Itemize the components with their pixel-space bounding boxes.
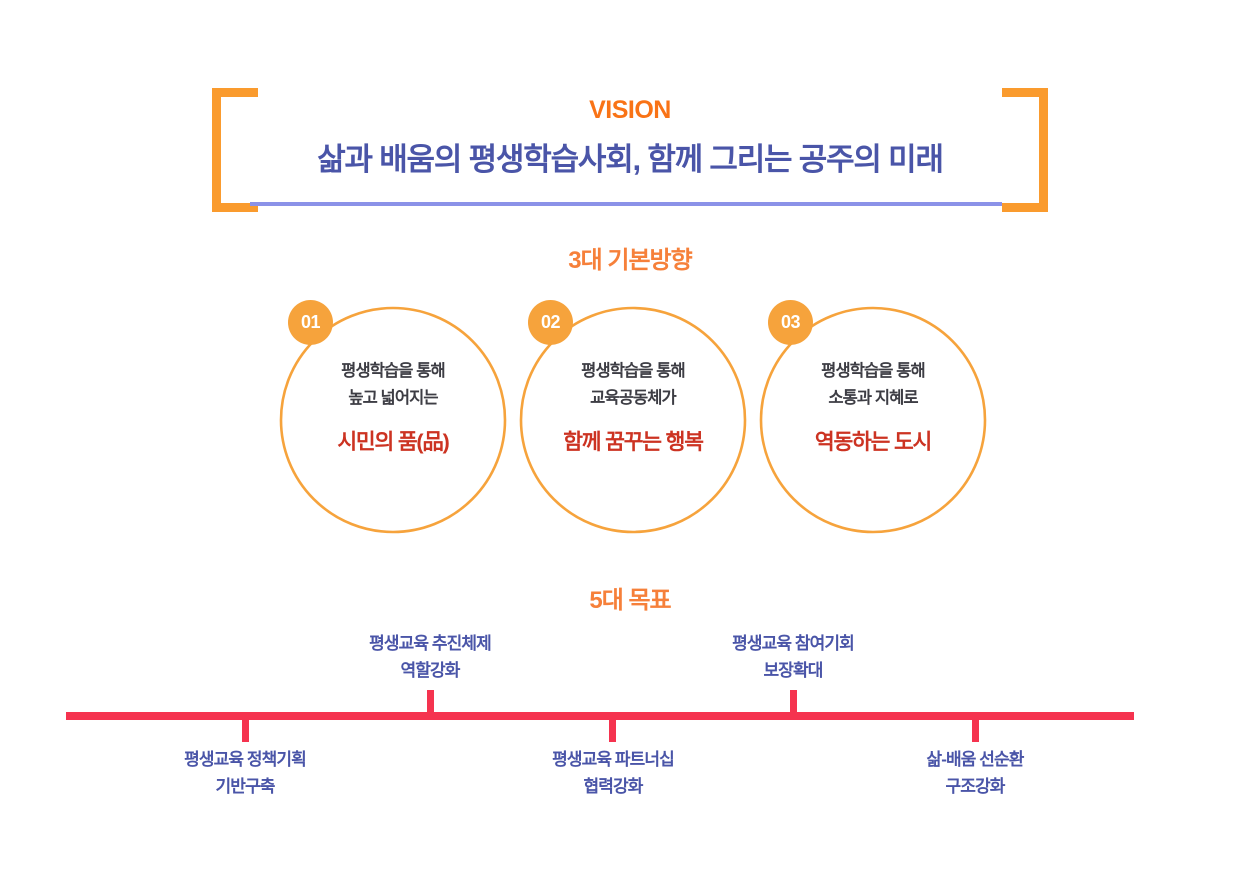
direction-badge-03: 03 <box>768 300 813 345</box>
vision-title: 삶과 배움의 평생학습사회, 함께 그리는 공주의 미래 <box>317 142 944 177</box>
goal-label-4-line2: 보장확대 <box>763 661 824 680</box>
vision-bracket-right <box>1002 88 1048 212</box>
goal-label-3-line2: 협력강화 <box>583 777 644 796</box>
direction-text-01: 평생학습을 통해 높고 넓어지는 시민의 품(品) <box>280 358 506 456</box>
goal-label-5-line1: 삶-배움 선순환 <box>926 750 1024 769</box>
vision-eyebrow-label: VISION <box>589 96 671 124</box>
direction-text-02: 평생학습을 통해 교육공동체가 함께 꿈꾸는 행복 <box>520 358 746 456</box>
directions-heading: 3대 기본방향 <box>568 247 692 274</box>
direction-circle-02[interactable]: 02 평생학습을 통해 교육공동체가 함께 꿈꾸는 행복 <box>520 280 746 560</box>
direction-line2-01: 높고 넓어지는 <box>348 389 438 407</box>
goal-label-5[interactable]: 삶-배움 선순환 구조강화 <box>830 746 1120 800</box>
direction-emphasis-02: 함께 꿈꾸는 행복 <box>563 430 704 454</box>
direction-line1-03: 평생학습을 통해 <box>821 362 926 380</box>
goal-label-2-line1: 평생교육 추진체제 <box>369 634 492 653</box>
directions-circles-section: 01 평생학습을 통해 높고 넓어지는 시민의 품(品) 02 평생학습을 통해… <box>0 280 1260 560</box>
direction-circle-01[interactable]: 01 평생학습을 통해 높고 넓어지는 시민의 품(品) <box>280 280 506 560</box>
goal-label-3[interactable]: 평생교육 파트너십 협력강화 <box>468 746 758 800</box>
goal-label-1-line2: 기반구축 <box>215 777 276 796</box>
direction-line1-02: 평생학습을 통해 <box>581 362 686 380</box>
timeline-axis <box>66 712 1134 720</box>
direction-emphasis-03: 역동하는 도시 <box>814 430 932 454</box>
goal-label-5-line2: 구조강화 <box>945 777 1006 796</box>
timeline-tick-5 <box>972 712 979 742</box>
timeline-tick-3 <box>609 712 616 742</box>
goal-label-2[interactable]: 평생교육 추진체제 역할강화 <box>285 630 575 684</box>
goal-label-2-line2: 역할강화 <box>400 661 461 680</box>
goal-label-4[interactable]: 평생교육 참여기회 보장확대 <box>648 630 938 684</box>
direction-badge-02: 02 <box>528 300 573 345</box>
direction-badge-01: 01 <box>288 300 333 345</box>
timeline-tick-1 <box>242 712 249 742</box>
circle-rings-graphic <box>279 306 987 534</box>
direction-emphasis-01: 시민의 품(品) <box>337 430 450 454</box>
goal-label-1[interactable]: 평생교육 정책기획 기반구축 <box>100 746 390 800</box>
timeline-tick-4 <box>790 690 797 720</box>
direction-line2-03: 소통과 지혜로 <box>828 389 918 407</box>
timeline-tick-2 <box>427 690 434 720</box>
vision-section: VISION 삶과 배움의 평생학습사회, 함께 그리는 공주의 미래 <box>0 0 1260 230</box>
goals-heading: 5대 목표 <box>589 587 671 614</box>
direction-circle-03[interactable]: 03 평생학습을 통해 소통과 지혜로 역동하는 도시 <box>760 280 986 560</box>
direction-line1-01: 평생학습을 통해 <box>341 362 446 380</box>
vision-bracket-left <box>212 88 258 212</box>
direction-text-03: 평생학습을 통해 소통과 지혜로 역동하는 도시 <box>760 358 986 456</box>
goal-label-1-line1: 평생교육 정책기획 <box>184 750 307 769</box>
direction-line2-02: 교육공동체가 <box>590 389 677 407</box>
goal-label-4-line1: 평생교육 참여기회 <box>732 634 855 653</box>
goal-label-3-line1: 평생교육 파트너십 <box>552 750 675 769</box>
goals-timeline-section: 평생교육 정책기획 기반구축 평생교육 추진체제 역할강화 평생교육 파트너십 … <box>0 612 1260 842</box>
vision-underline-divider <box>250 202 1002 206</box>
